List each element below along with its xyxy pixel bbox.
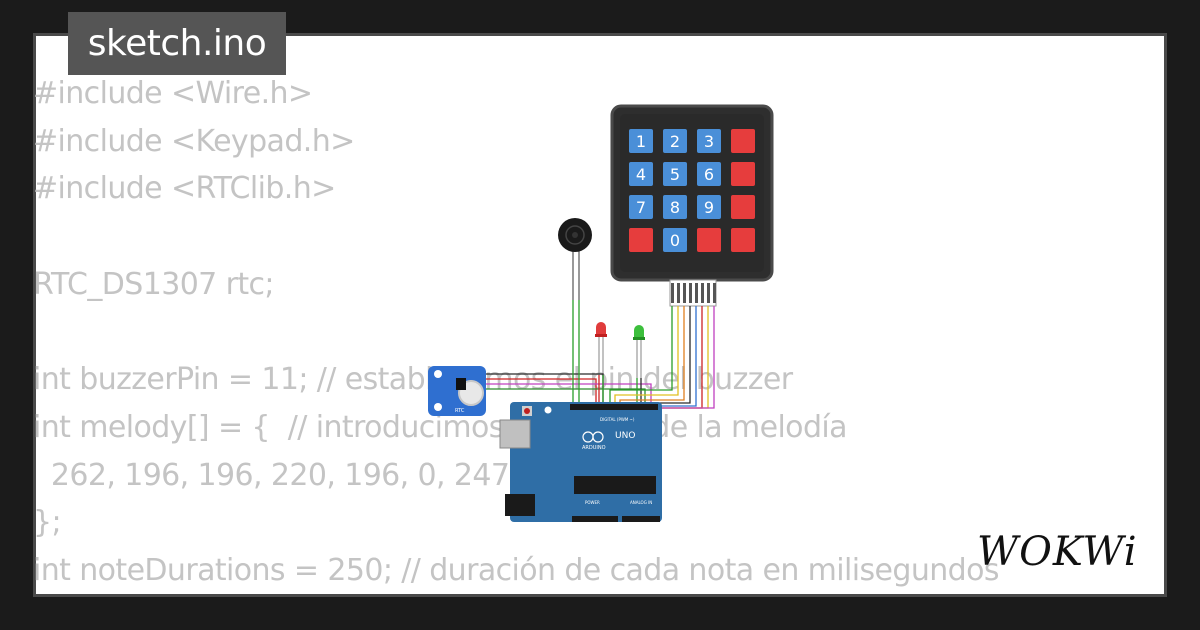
keypad-pin (683, 283, 686, 303)
keypad-key[interactable] (697, 228, 721, 252)
bottom-band (0, 597, 1200, 630)
keypad-key[interactable] (731, 129, 755, 153)
digital-header-label: DIGITAL (PWM ~) (600, 417, 635, 422)
arduino-uno[interactable]: DIGITAL (PWM ~) UNO ARDUINO POWER ANALOG… (499, 402, 662, 522)
digital-header (570, 404, 658, 410)
keypad-key[interactable] (629, 129, 653, 153)
arduino-brand: ARDUINO (582, 445, 606, 451)
keypad-key[interactable] (731, 195, 755, 219)
keypad-key[interactable] (663, 129, 687, 153)
keypad-key[interactable] (629, 162, 653, 186)
keypad-key-label: 5 (670, 165, 680, 184)
keypad-key-label: 8 (670, 198, 680, 217)
keypad-key[interactable] (697, 162, 721, 186)
keypad-key-label: 1 (636, 132, 646, 151)
code-line: int noteDurations = 250; // duración de … (33, 552, 999, 588)
keypad-key[interactable] (629, 228, 653, 252)
keypad-key[interactable] (629, 195, 653, 219)
arduino-model: UNO (615, 431, 635, 441)
usb-port (499, 419, 531, 449)
buzzer[interactable] (558, 218, 592, 300)
green-led[interactable] (633, 325, 645, 378)
keypad-pin (713, 283, 716, 303)
keypad-key[interactable] (731, 162, 755, 186)
keypad-inner (620, 114, 764, 272)
keypad-key[interactable] (697, 195, 721, 219)
power-header (572, 516, 618, 522)
keypad-pin (701, 283, 704, 303)
keypad-key-label: 4 (636, 165, 646, 184)
code-line: #include <Keypad.h> (33, 123, 355, 159)
keypad-pin (695, 283, 698, 303)
code-line: RTC_DS1307 rtc; (33, 266, 275, 302)
code-line: #include <Wire.h> (33, 76, 313, 111)
analog-header-label: ANALOG IN (630, 500, 652, 505)
keypad-key[interactable] (663, 162, 687, 186)
code-line: #include <RTClib.h> (33, 171, 336, 207)
atmega-chip (574, 476, 656, 494)
keypad-key-label: 2 (670, 132, 680, 151)
keypad-key[interactable] (731, 228, 755, 252)
analog-header (622, 516, 660, 522)
keypad-key-label: 9 (704, 198, 714, 217)
keypad[interactable]: 1 2 3 4 5 6 7 8 9 0 (610, 104, 774, 307)
keypad-key-label: 7 (636, 198, 646, 217)
code-preview: #include <Wire.h> #include <Keypad.h> #inc… (33, 70, 999, 595)
keypad-pin (671, 283, 674, 303)
code-line: }; (33, 505, 62, 541)
red-led[interactable] (595, 322, 607, 375)
file-name-tab: sketch.ino (68, 12, 286, 75)
keypad-key-label: 0 (670, 231, 680, 250)
keypad-key-label: 3 (704, 132, 714, 151)
keypad-key[interactable] (697, 129, 721, 153)
rtc-label: RTC (455, 408, 465, 414)
power-header-label: POWER (585, 500, 600, 505)
wokwi-logo: WOKWi (977, 529, 1138, 575)
keypad-key[interactable] (663, 228, 687, 252)
rtc-module[interactable]: RTC (428, 366, 486, 416)
power-jack (505, 494, 535, 516)
keypad-key-label: 6 (704, 165, 714, 184)
keypad-pin (689, 283, 692, 303)
keypad-key[interactable] (663, 195, 687, 219)
code-line: int buzzerPin = 11; // establecemos el p… (33, 362, 793, 398)
keypad-pin (707, 283, 710, 303)
keypad-pin (677, 283, 680, 303)
wokwi-logo-text: WOKWi (977, 529, 1138, 575)
